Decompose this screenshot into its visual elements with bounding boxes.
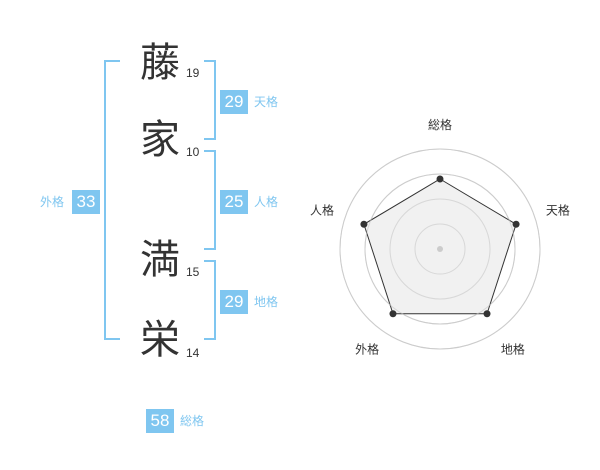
tenkaku-label: 天格 xyxy=(254,95,279,109)
radar-center-dot xyxy=(437,246,443,252)
name-char-3: 満 xyxy=(140,237,180,283)
soukaku-label: 総格 xyxy=(180,414,205,428)
radar-ring-overlay xyxy=(339,148,541,350)
jinkaku-bracket xyxy=(204,150,216,250)
radar-point xyxy=(436,175,444,183)
radar-axis-label: 人格 xyxy=(310,203,334,218)
gaikaku-bracket xyxy=(104,60,120,340)
stroke-count-4: 14 xyxy=(186,346,200,360)
stroke-count-3: 15 xyxy=(186,265,200,279)
tenkaku-value-badge: 29 xyxy=(220,90,248,114)
gaikaku-value-badge: 33 xyxy=(72,190,100,214)
radar-point xyxy=(483,310,491,318)
name-char-1: 藤 xyxy=(140,40,180,86)
stroke-count-2: 10 xyxy=(186,145,200,159)
radar-point xyxy=(389,310,397,318)
tenkaku-bracket xyxy=(204,60,216,140)
soukaku-value-badge: 58 xyxy=(146,409,174,433)
radar-axis-label: 地格 xyxy=(501,341,525,356)
radar-point xyxy=(512,220,520,228)
chikaku-value-badge: 29 xyxy=(220,290,248,314)
gaikaku-label: 外格 xyxy=(40,195,65,209)
radar-point xyxy=(360,220,368,228)
name-char-2: 家 xyxy=(140,117,180,163)
chikaku-bracket xyxy=(204,260,216,340)
radar-axis-label: 総格 xyxy=(428,117,452,132)
jinkaku-value-badge: 25 xyxy=(220,190,248,214)
jinkaku-label: 人格 xyxy=(254,195,279,209)
radar-ring-overlay xyxy=(414,223,466,275)
radar-ring-overlay xyxy=(389,198,491,300)
chikaku-label: 地格 xyxy=(254,295,279,309)
radar-ring-overlay xyxy=(364,173,516,325)
radar-axis-label: 天格 xyxy=(546,203,570,218)
name-char-4: 栄 xyxy=(140,317,180,363)
stroke-count-1: 19 xyxy=(186,66,200,80)
radar-axis-label: 外格 xyxy=(355,341,379,356)
